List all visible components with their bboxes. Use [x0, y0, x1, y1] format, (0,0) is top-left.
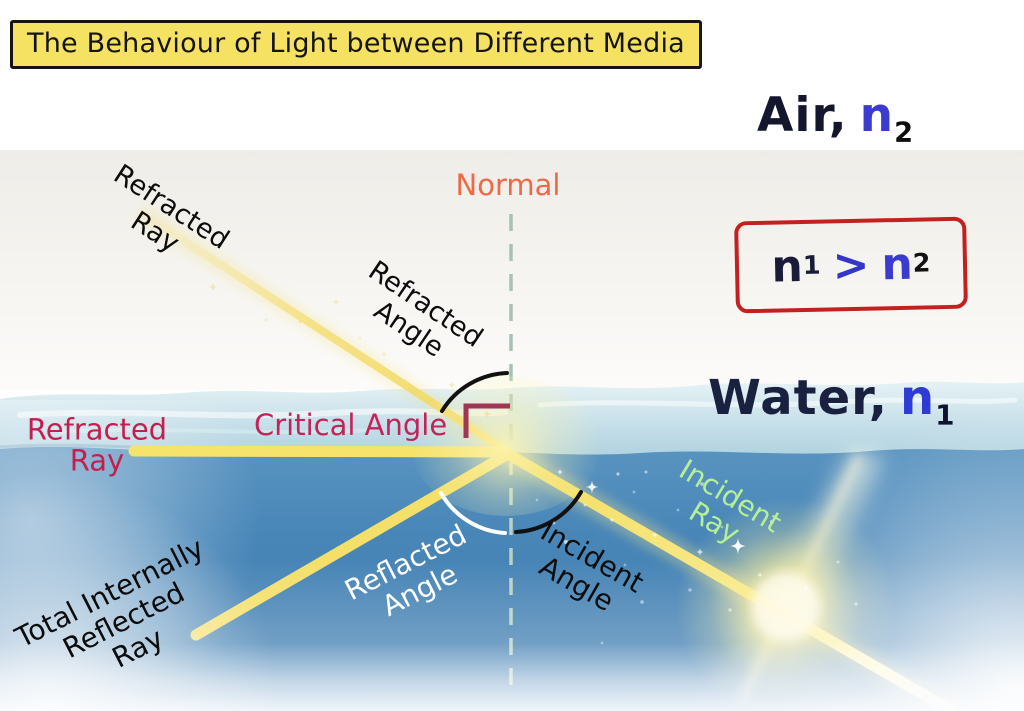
water-index-subscript: 1 [935, 398, 956, 432]
normal-label: Normal [455, 168, 561, 202]
wave-streak [537, 397, 1018, 408]
water-medium-label: Water,n1 [708, 370, 956, 432]
sparkles-air [208, 282, 492, 419]
title: The Behaviour of Light between Different… [10, 20, 702, 69]
right-angle-marker [463, 403, 510, 438]
surface-hit-glow [411, 376, 601, 516]
water-text: Water, [708, 370, 888, 426]
refracted-ray-surface-label: Refracted Ray [26, 412, 168, 478]
incident-angle-arc [514, 490, 583, 534]
air-medium-label: Air,n2 [757, 88, 914, 148]
relation-lhs-subscript: 1 [802, 250, 821, 282]
relation-operator: > [832, 239, 870, 291]
relation-rhs-subscript: 2 [912, 248, 931, 279]
relation-rhs: n [880, 238, 914, 290]
relation-lhs: n [770, 240, 804, 293]
bottom-left-haze [0, 475, 280, 711]
air-index-symbol: n [859, 88, 895, 143]
reflected-angle-arc [439, 491, 507, 535]
water-index-symbol: n [899, 370, 936, 426]
air-index-subscript: 2 [894, 117, 915, 149]
bottom-right-haze [744, 410, 1024, 711]
critical-angle-label: Critical Angle [254, 408, 448, 442]
air-text: Air, [757, 88, 848, 143]
refracted-angle-arc [440, 371, 509, 413]
